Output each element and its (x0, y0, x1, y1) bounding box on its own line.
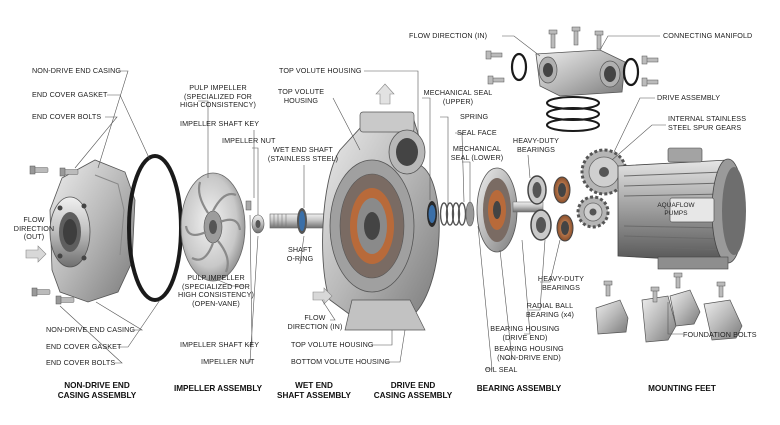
label-non-drive-end-casing-bottom: NON-DRIVE END CASING (46, 326, 135, 335)
label-impeller-nut-bottom: IMPELLER NUT (201, 358, 255, 367)
label-drive-assembly: DRIVE ASSEMBLY (657, 94, 720, 103)
label-impeller-shaft-key-bottom: IMPELLER SHAFT KEY (180, 341, 259, 350)
label-top-volute-housing-bottom: TOP VOLUTE HOUSING (291, 341, 374, 350)
group-wet-end-shaft-assembly: WET END SHAFT ASSEMBLY (277, 381, 351, 400)
flow-out-arrow (26, 246, 46, 262)
label-bearing-housing-non-drive: BEARING HOUSING (NON-DRIVE END) (494, 345, 563, 362)
impeller-shaft-key (246, 201, 251, 210)
label-connecting-manifold: CONNECTING MANIFOLD (663, 32, 752, 41)
group-drive-end-casing-assembly: DRIVE END CASING ASSEMBLY (374, 381, 453, 400)
flow-up-arrow (376, 84, 394, 104)
label-end-cover-bolts-bottom: END COVER BOLTS (46, 359, 115, 368)
label-end-cover-bolts: END COVER BOLTS (32, 113, 101, 122)
label-radial-ball-bearing: RADIAL BALL BEARING (x4) (526, 302, 574, 319)
label-bearing-housing-drive: BEARING HOUSING (DRIVE END) (490, 325, 559, 342)
group-non-drive-end-casing-assembly: NON-DRIVE END CASING ASSEMBLY (58, 381, 137, 400)
label-oil-seal: OIL SEAL (485, 366, 518, 375)
label-impeller-nut: IMPELLER NUT (222, 137, 276, 146)
label-top-volute-housing: TOP VOLUTE HOUSING (279, 67, 362, 76)
label-bottom-volute-housing: BOTTOM VOLUTE HOUSING (291, 358, 390, 367)
mechanical-seal (427, 201, 474, 227)
group-mounting-feet: MOUNTING FEET (648, 384, 716, 394)
label-mechanical-seal-upper: MECHANICAL SEAL (UPPER) (424, 89, 493, 106)
non-drive-end-casing (50, 160, 135, 302)
label-top-volute-housing-mid: TOP VOLUTE HOUSING (278, 88, 324, 105)
label-non-drive-end-casing: NON-DRIVE END CASING (32, 67, 121, 76)
label-pulp-impeller-open-vane: PULP IMPELLER (SPECIALIZED FOR HIGH CONS… (178, 274, 254, 308)
label-flow-direction-in: FLOW DIRECTION (IN) (288, 314, 343, 331)
label-shaft-o-ring: SHAFT O-RING (287, 246, 314, 263)
label-heavy-duty-bearings-top: HEAVY-DUTY BEARINGS (513, 137, 559, 154)
end-cover-gasket (129, 156, 181, 300)
label-flow-direction-out: FLOW DIRECTION (OUT) (14, 216, 54, 242)
label-flow-direction-in-top: FLOW DIRECTION (IN) (409, 32, 487, 41)
label-seal-face: SEAL FACE (457, 129, 497, 138)
pulp-impeller (181, 173, 245, 281)
label-motor-plate: AQUAFLOW PUMPS (657, 202, 694, 217)
label-impeller-shaft-key: IMPELLER SHAFT KEY (180, 120, 259, 129)
connecting-manifold (536, 27, 625, 96)
label-mechanical-seal-lower: MECHANICAL SEAL (LOWER) (451, 145, 503, 162)
label-heavy-duty-bearings-bottom: HEAVY-DUTY BEARINGS (538, 275, 584, 292)
label-foundation-bolts: FOUNDATION BOLTS (683, 331, 757, 340)
group-impeller-assembly: IMPELLER ASSEMBLY (174, 384, 262, 394)
label-pulp-impeller: PULP IMPELLER (SPECIALIZED FOR HIGH CONS… (180, 84, 256, 110)
group-bearing-assembly: BEARING ASSEMBLY (477, 384, 561, 394)
volute-housing (323, 112, 440, 330)
label-wet-end-shaft: WET END SHAFT (STAINLESS STEEL) (268, 146, 338, 163)
label-internal-spur-gears: INTERNAL STAINLESS STEEL SPUR GEARS (668, 115, 746, 132)
impeller-nut (252, 215, 264, 233)
label-end-cover-gasket-bottom: END COVER GASKET (46, 343, 122, 352)
label-end-cover-gasket: END COVER GASKET (32, 91, 108, 100)
label-spring: SPRING (460, 113, 488, 122)
